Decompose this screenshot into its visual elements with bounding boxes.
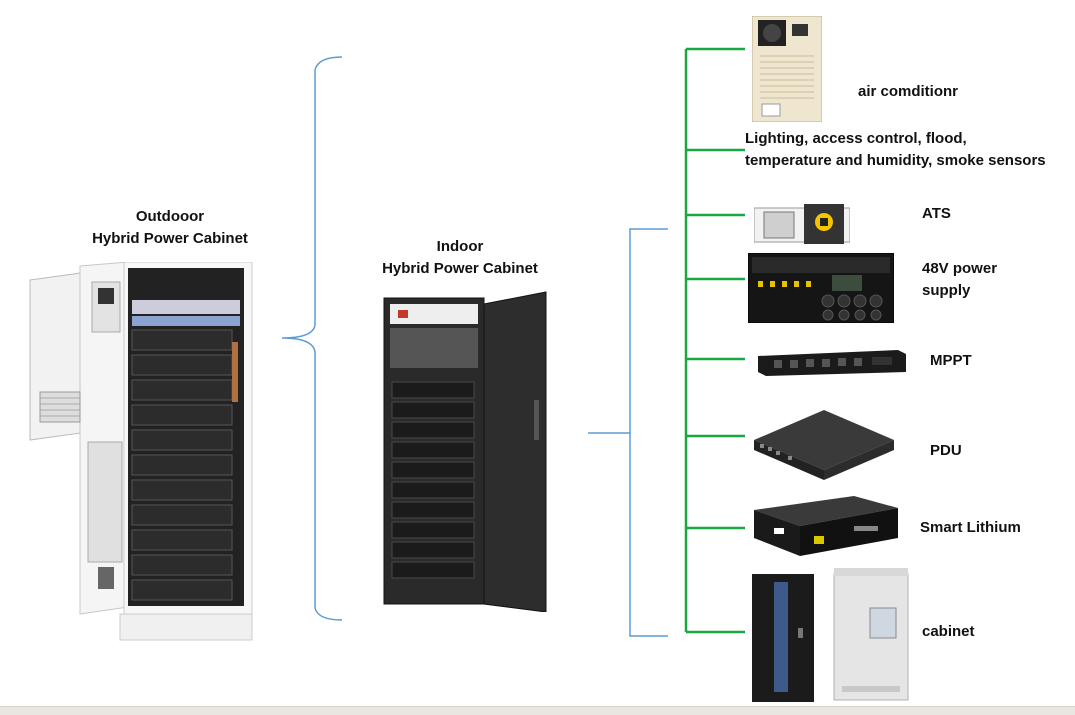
sensors-label-line2: temperature and humidity, smoke sensors xyxy=(745,152,1046,169)
power-supply-label-line2: supply xyxy=(922,282,971,299)
cabinet-label: cabinet xyxy=(922,623,975,640)
left-brace xyxy=(281,56,343,621)
ats-image xyxy=(753,200,851,246)
outdoor-title-line1: Outdooor xyxy=(135,208,205,225)
power-supply-image xyxy=(747,252,895,324)
air-conditioner-label: air comditionr xyxy=(858,83,959,100)
power-supply-label: 48V power supply xyxy=(922,258,997,302)
smart-lithium-label: Smart Lithium xyxy=(920,519,1021,536)
cabinet-image xyxy=(752,568,912,706)
green-tree xyxy=(684,47,745,634)
pdu-label: PDU xyxy=(930,442,962,459)
indoor-cabinet-title: Indoor Hybrid Power Cabinet xyxy=(370,236,550,280)
right-bracket xyxy=(588,228,668,637)
outdoor-cabinet-image xyxy=(28,261,256,642)
outdoor-cabinet-title: Outdooor Hybrid Power Cabinet xyxy=(80,206,260,250)
ats-label: ATS xyxy=(922,205,951,222)
indoor-title-line2: Hybrid Power Cabinet xyxy=(382,260,538,277)
pdu-image xyxy=(754,406,894,480)
indoor-title-line1: Indoor xyxy=(436,238,484,255)
indoor-cabinet-image xyxy=(380,290,550,613)
battery-image xyxy=(754,496,898,556)
air-conditioner-image xyxy=(751,15,823,123)
sensors-label-line1: Lighting, access control, flood, xyxy=(745,130,967,147)
sensors-label: Lighting, access control, flood, tempera… xyxy=(745,128,1046,172)
mppt-label: MPPT xyxy=(930,352,972,369)
mppt-image xyxy=(758,350,906,376)
bottom-strip xyxy=(0,706,1075,715)
power-supply-label-line1: 48V power xyxy=(922,260,998,277)
outdoor-title-line2: Hybrid Power Cabinet xyxy=(92,230,248,247)
